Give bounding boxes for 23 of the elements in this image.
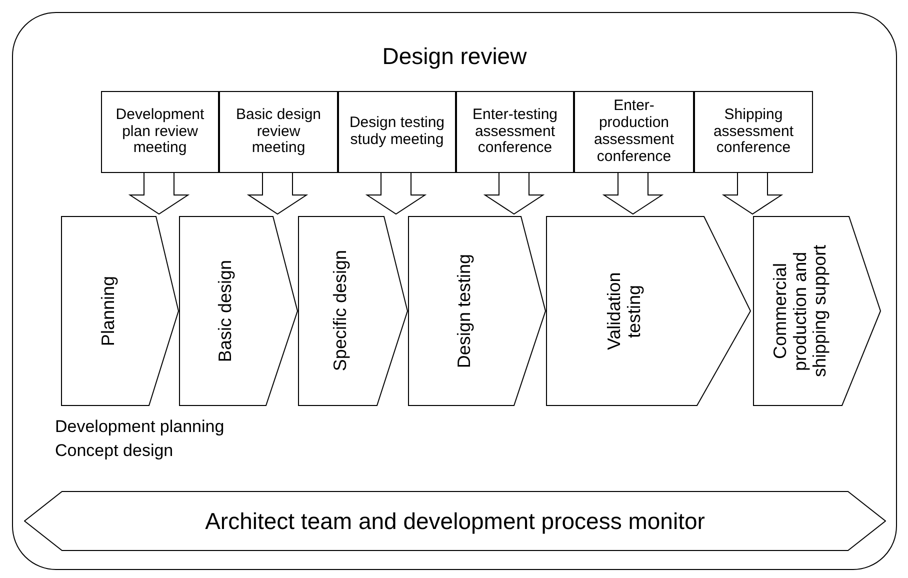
block-arrow — [128, 172, 190, 215]
meeting-box: Enter-testing assessment conference — [456, 91, 574, 173]
monitor-band: Architect team and development process monitor — [24, 491, 886, 551]
meeting-box: Development plan review meeting — [101, 91, 219, 173]
process-stage: Planning — [61, 216, 179, 406]
meeting-box: Enter-production assessment conference — [574, 91, 694, 173]
process-stage: Specific design — [298, 216, 408, 406]
phase-note: Concept design — [55, 440, 174, 462]
process-stage: Commercial production and shipping support — [753, 216, 881, 406]
frame-heading: Design review — [381, 45, 528, 68]
block-arrow — [246, 172, 308, 215]
meeting-box: Basic design review meeting — [219, 91, 338, 173]
meeting-box: Shipping assessment conference — [694, 91, 813, 173]
block-arrow — [365, 172, 427, 215]
process-stage: Validation testing — [546, 216, 751, 406]
phase-note: Development planning — [55, 416, 224, 438]
process-stage: Design testing — [408, 216, 546, 406]
block-arrow — [602, 172, 664, 215]
process-stage: Basic design — [179, 216, 298, 406]
block-arrow — [483, 172, 545, 215]
block-arrow — [722, 172, 784, 215]
meeting-box: Design testing study meeting — [338, 91, 456, 173]
review-frame — [12, 12, 897, 570]
